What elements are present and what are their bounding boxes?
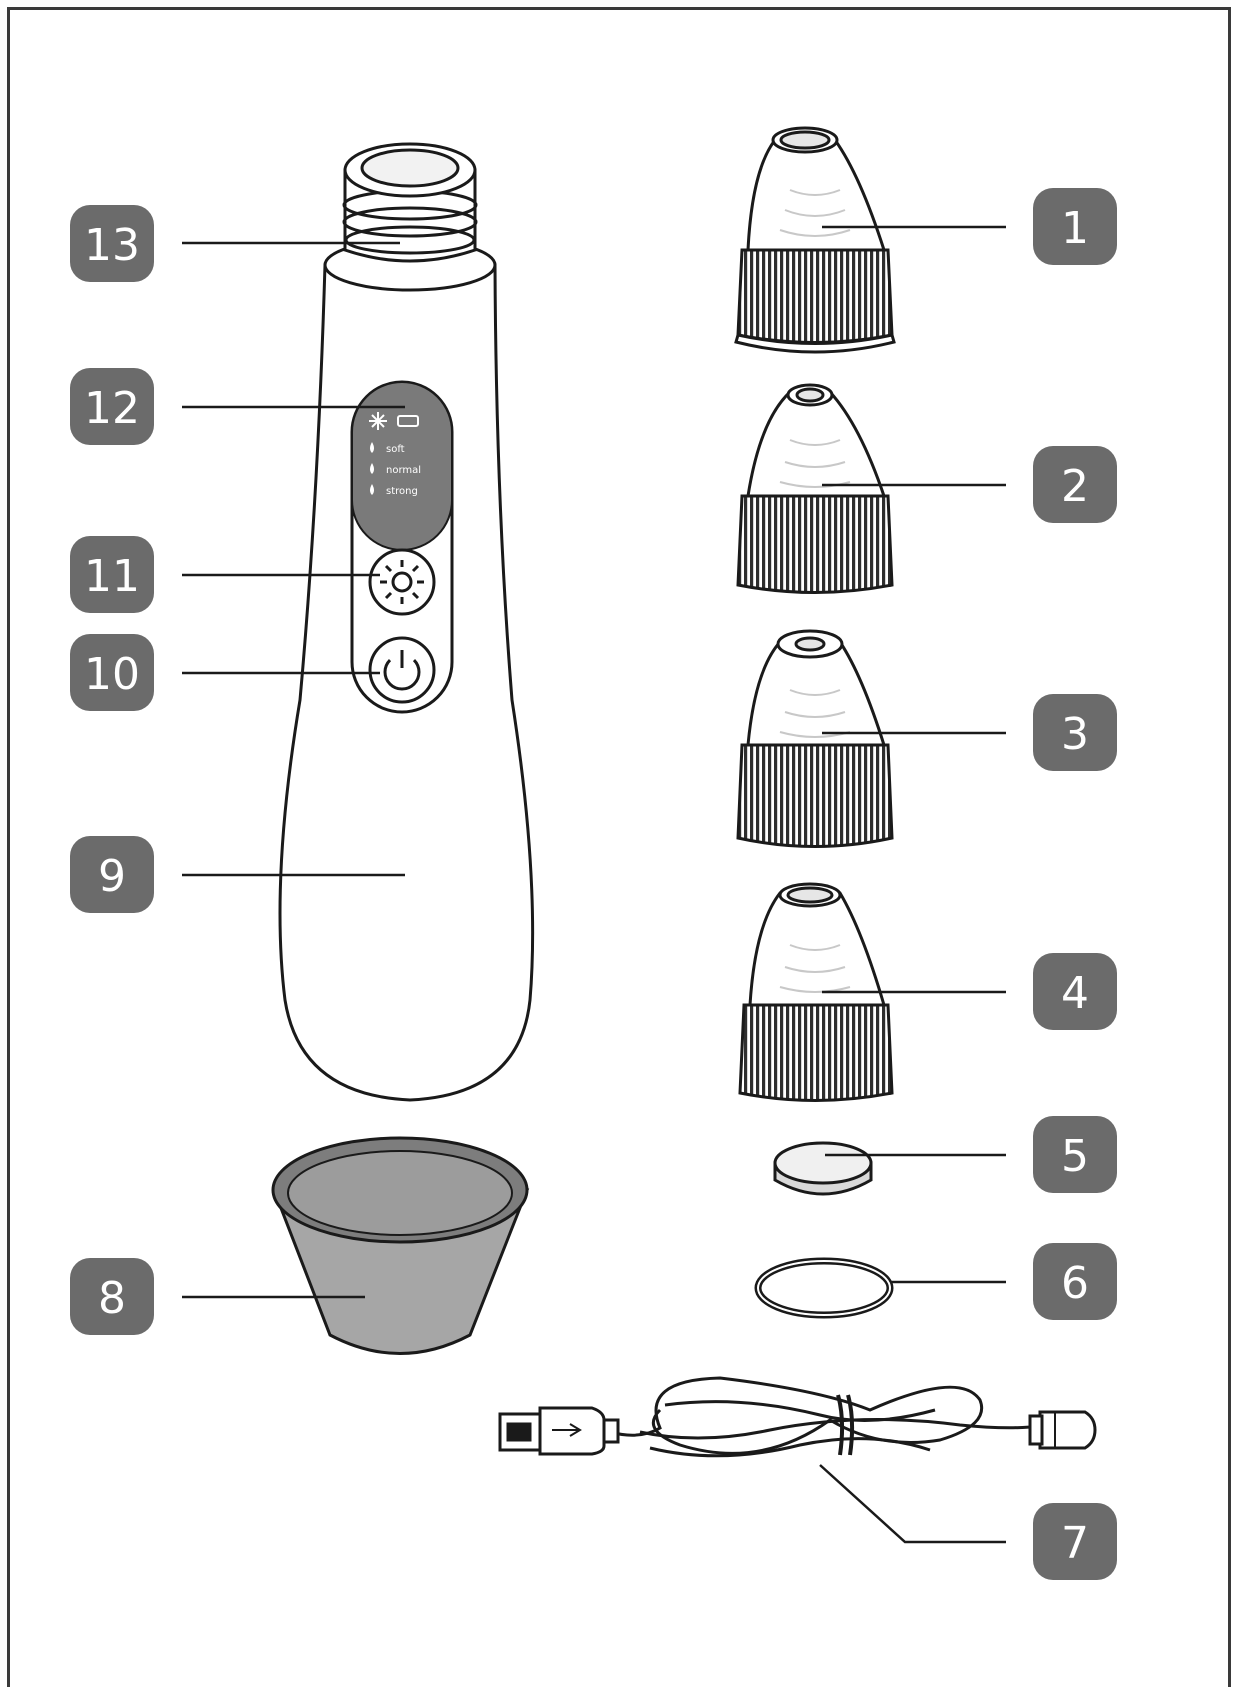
suction-tip-oval: [736, 629, 894, 848]
water-drop-icon: [370, 484, 374, 495]
callout-13: 13: [70, 205, 154, 282]
svg-text:4: 4: [1061, 968, 1089, 1019]
charging-connector: [1028, 1410, 1097, 1450]
callout-11: 11: [70, 536, 154, 613]
svg-text:1: 1: [1061, 203, 1089, 254]
control-panel: soft normal strong: [350, 380, 454, 714]
svg-text:2: 2: [1061, 461, 1089, 512]
power-icon: [383, 650, 421, 691]
light-button[interactable]: [368, 548, 436, 616]
battery-icon: [397, 415, 419, 427]
callout-12: 12: [70, 368, 154, 445]
page-border: [7, 7, 1231, 1687]
callout-2: 2: [1033, 446, 1117, 523]
usb-a-plug: [498, 1406, 620, 1456]
suction-tip-large: [734, 126, 896, 354]
svg-text:6: 6: [1061, 1258, 1089, 1309]
callout-1: 1: [1033, 188, 1117, 265]
svg-text:8: 8: [98, 1273, 126, 1324]
callout-6: 6: [1033, 1243, 1117, 1320]
svg-text:3: 3: [1061, 709, 1089, 760]
leader-lines: [182, 225, 1006, 1544]
svg-text:11: 11: [84, 551, 140, 602]
callout-3: 3: [1033, 694, 1117, 771]
svg-text:10: 10: [84, 649, 140, 700]
callout-8: 8: [70, 1258, 154, 1335]
power-button[interactable]: [368, 636, 436, 704]
sealing-ring: [754, 1257, 894, 1319]
callout-10: 10: [70, 634, 154, 711]
suction-tip-small: [736, 383, 894, 594]
water-drop-icon: [370, 463, 374, 474]
callout-7: 7: [1033, 1503, 1117, 1580]
storage-bowl: [271, 1136, 530, 1355]
light-sun-icon: [369, 412, 387, 430]
filter-sponge: [773, 1141, 873, 1196]
svg-text:9: 9: [98, 851, 126, 902]
callout-badges: 13 12 11 10 9 8 1 2: [70, 188, 1117, 1580]
mode-normal: normal: [386, 465, 421, 476]
callout-4: 4: [1033, 953, 1117, 1030]
mode-soft: soft: [386, 444, 405, 455]
svg-text:7: 7: [1061, 1518, 1089, 1569]
svg-text:12: 12: [84, 383, 140, 434]
callout-9: 9: [70, 836, 154, 913]
svg-text:5: 5: [1061, 1131, 1089, 1182]
tip-swirl-lines: [779, 189, 851, 993]
usb-cable: [498, 1376, 1097, 1458]
light-sun-icon: [380, 560, 424, 604]
svg-text:13: 13: [84, 220, 140, 271]
water-drop-icon: [370, 442, 374, 453]
mode-strong: strong: [386, 486, 418, 497]
callout-5: 5: [1033, 1116, 1117, 1193]
